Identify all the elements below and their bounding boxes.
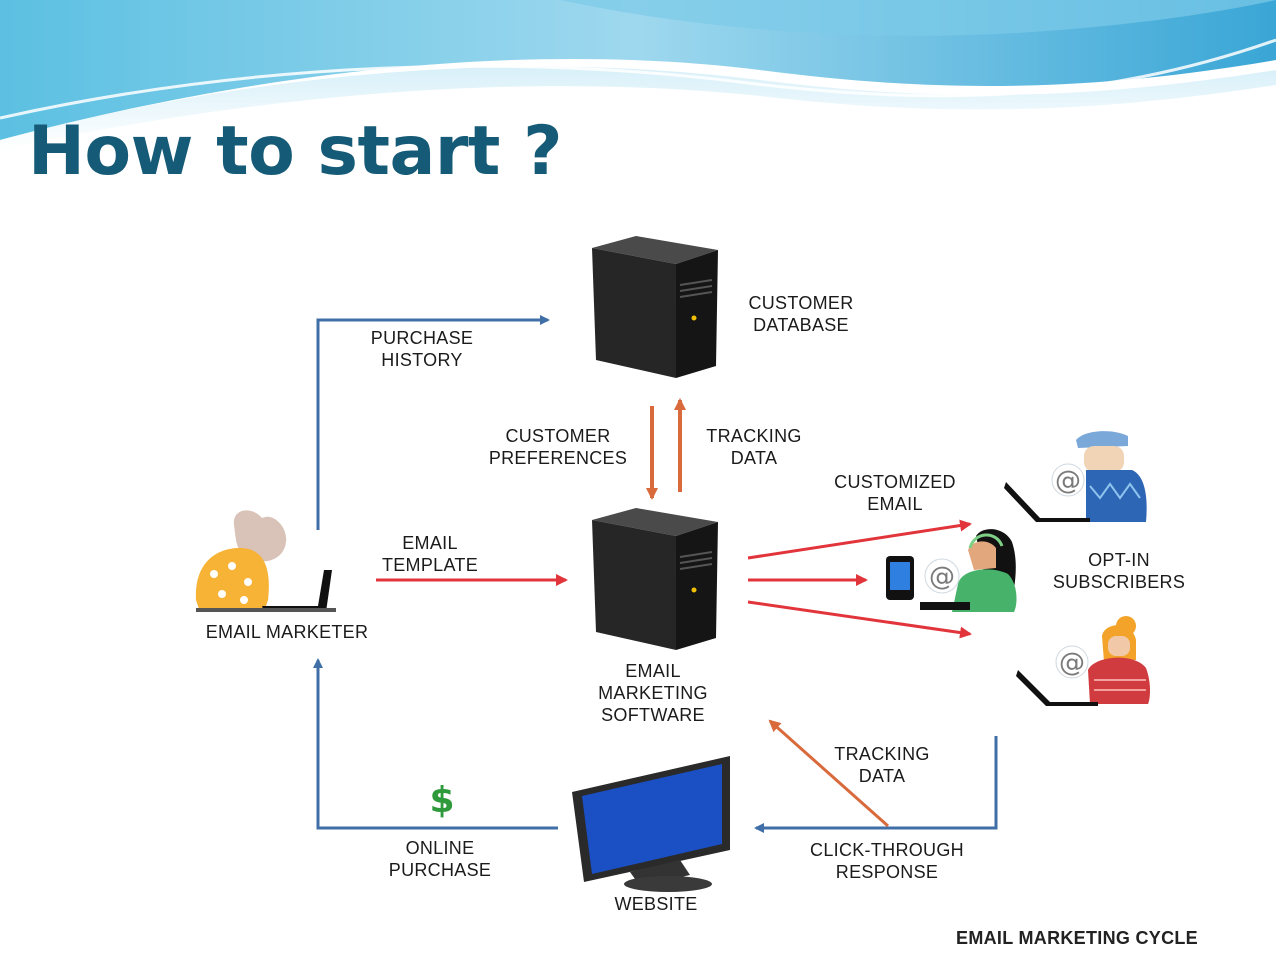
database-server-icon bbox=[592, 236, 718, 378]
email-software-server-icon bbox=[592, 508, 718, 650]
email-template-label: EMAIL TEMPLATE bbox=[381, 533, 479, 575]
email-marketer-icon bbox=[195, 510, 336, 612]
page-title: How to start ? bbox=[28, 112, 563, 191]
click-through-arrow bbox=[754, 736, 998, 833]
at-symbol-icon: @ bbox=[1059, 648, 1085, 678]
dollar-sign-icon: $ bbox=[429, 780, 454, 821]
diagram-caption: EMAIL MARKETING CYCLE bbox=[956, 928, 1198, 948]
website-label: WEBSITE bbox=[614, 894, 698, 914]
customized-email-label: CUSTOMIZED EMAIL bbox=[834, 472, 956, 514]
at-symbol-icon: @ bbox=[1055, 466, 1081, 496]
subscriber-woman-laptop-icon: @ bbox=[1016, 616, 1150, 706]
purchase-history-label: PURCHASE HISTORY bbox=[370, 328, 474, 370]
customized-email-arrows bbox=[747, 519, 972, 639]
at-symbol-icon: @ bbox=[929, 562, 955, 592]
email-marketer-label: EMAIL MARKETER bbox=[205, 622, 369, 642]
customer-database-label: CUSTOMER DATABASE bbox=[748, 293, 854, 335]
customer-preferences-label: CUSTOMER PREFERENCES bbox=[488, 426, 628, 468]
tracking-data-bottom-label: TRACKING DATA bbox=[834, 744, 930, 786]
subscriber-man-icon: @ bbox=[1004, 431, 1147, 522]
subscriber-woman-headset-icon: @ bbox=[886, 529, 1017, 612]
click-through-response-label: CLICK-THROUGH RESPONSE bbox=[810, 840, 964, 882]
tracking-data-diagonal-arrow bbox=[768, 719, 889, 828]
purchase-history-arrow bbox=[316, 315, 550, 530]
header-wave-banner bbox=[0, 0, 1276, 150]
opt-in-subscribers-label: OPT-IN SUBSCRIBERS bbox=[1052, 550, 1186, 592]
online-purchase-label: ONLINE PURCHASE bbox=[388, 838, 492, 880]
email-marketing-software-label: EMAIL MARKETING SOFTWARE bbox=[598, 661, 708, 725]
tracking-data-top-label: TRACKING DATA bbox=[706, 426, 802, 468]
online-purchase-arrow bbox=[313, 658, 558, 830]
website-monitor-icon bbox=[572, 756, 730, 892]
